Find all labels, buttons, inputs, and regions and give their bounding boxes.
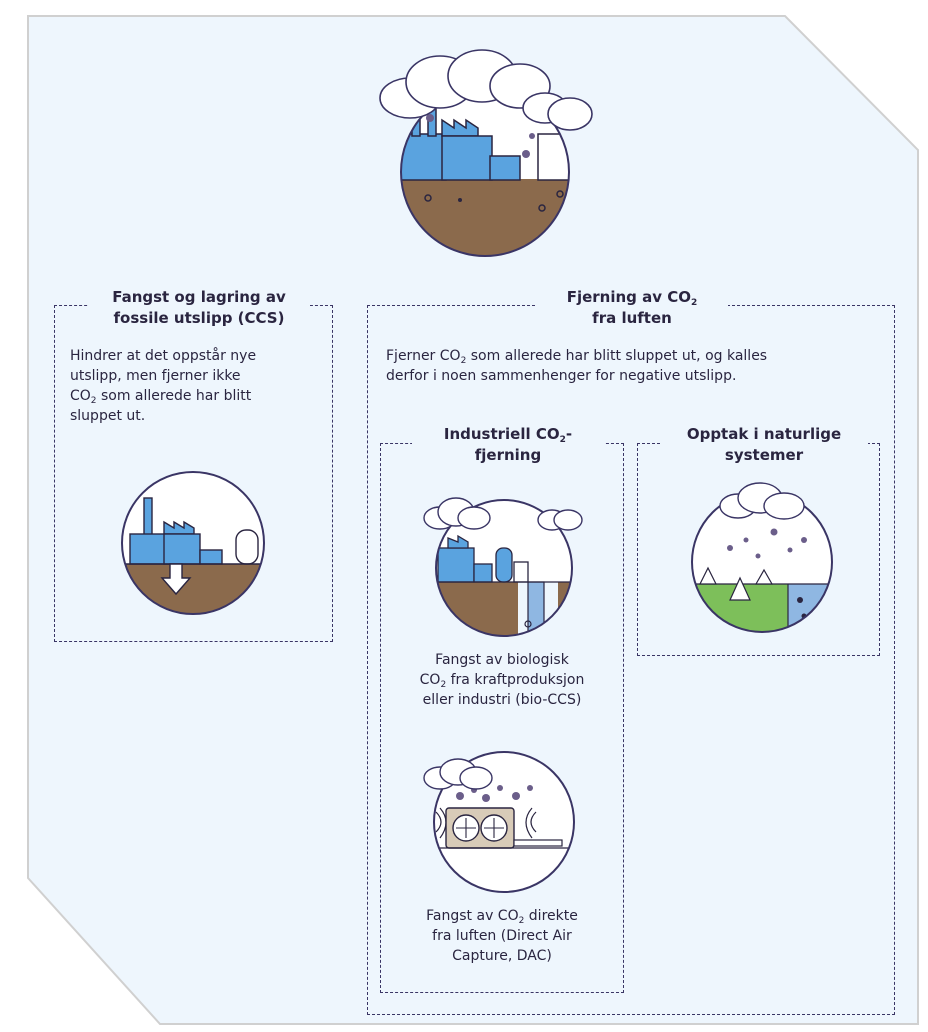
removal-title-line1: Fjerning av CO2 <box>542 287 722 308</box>
bioccs-caption-line1: Fangst av biologisk <box>435 652 569 668</box>
removal-title-line2: fra luften <box>592 309 672 327</box>
emission-factory-illustration <box>379 49 593 257</box>
industrial-title-line2: fjerning <box>474 446 542 464</box>
co2-subscript: 2 <box>440 680 447 690</box>
co2-subscript: 2 <box>90 396 97 406</box>
removal-desc-text: Fjerner CO <box>386 348 461 364</box>
removal-desc-line1: Fjerner CO2 som allerede har blitt slupp… <box>386 346 891 366</box>
co2-subscript: 2 <box>460 356 467 366</box>
ccs-title-line1: Fangst og lagring av <box>112 288 286 306</box>
dac-caption-line1-rest: direkte <box>524 908 578 924</box>
natural-title-line1: Opptak i naturlige <box>686 425 842 443</box>
co2-text: CO <box>70 388 91 404</box>
removal-title: Fjerning av CO2 fra luften <box>536 287 728 329</box>
bioccs-caption-line3: eller industri (bio-CCS) <box>422 692 582 708</box>
dac-caption-line1: Fangst av CO2 direkte <box>386 906 618 926</box>
co2-subscript: 2 <box>518 916 525 926</box>
ccs-storage-illustration <box>121 471 265 615</box>
bioccs-caption: Fangst av biologisk CO2 fra kraftproduks… <box>386 650 618 710</box>
ccs-title: Fangst og lagring av fossile utslipp (CC… <box>88 287 310 329</box>
ccs-desc-line4: sluppet ut. <box>70 408 146 424</box>
ccs-description: Hindrer at det oppstår nye utslipp, men … <box>70 346 326 426</box>
removal-desc-line2: derfor i noen sammenhenger for negative … <box>386 368 737 384</box>
natural-uptake-illustration <box>691 482 833 633</box>
natural-title-line2: systemer <box>724 446 804 464</box>
bioccs-caption-line2-rest: fra kraftproduksjon <box>446 672 585 688</box>
co2-subscript: 2 <box>559 435 566 445</box>
industrial-title-text: Industriell CO <box>443 425 560 443</box>
ccs-desc-line2: utslipp, men fjerner ikke <box>70 368 241 384</box>
bioccs-caption-line2: CO2 fra kraftproduksjon <box>386 670 618 690</box>
removal-desc-line1-rest: som allerede har blitt sluppet ut, og ka… <box>466 348 768 364</box>
dac-illustration <box>423 751 575 893</box>
natural-title: Opptak i naturlige systemer <box>660 424 868 466</box>
ccs-desc-line1: Hindrer at det oppstår nye <box>70 348 257 364</box>
industrial-title-line1: Industriell CO2- <box>418 424 598 445</box>
dac-caption-line2: fra luften (Direct Air <box>432 928 572 944</box>
ccs-title-line2: fossile utslipp (CCS) <box>113 309 285 327</box>
ccs-desc-line3: CO2 som allerede har blitt <box>70 386 326 406</box>
dac-caption: Fangst av CO2 direkte fra luften (Direct… <box>386 906 618 966</box>
industrial-title-dash: - <box>565 425 573 443</box>
removal-title-text: Fjerning av CO <box>566 288 692 306</box>
co2-subscript: 2 <box>691 298 698 308</box>
ccs-desc-line3-rest: som allerede har blitt <box>96 388 252 404</box>
bioccs-illustration <box>423 497 583 637</box>
dac-caption-text: Fangst av CO <box>426 908 519 924</box>
industrial-title: Industriell CO2- fjerning <box>412 424 604 466</box>
dac-caption-line3: Capture, DAC) <box>452 948 552 964</box>
removal-description: Fjerner CO2 som allerede har blitt slupp… <box>386 346 891 386</box>
co2-text: CO <box>419 672 441 688</box>
